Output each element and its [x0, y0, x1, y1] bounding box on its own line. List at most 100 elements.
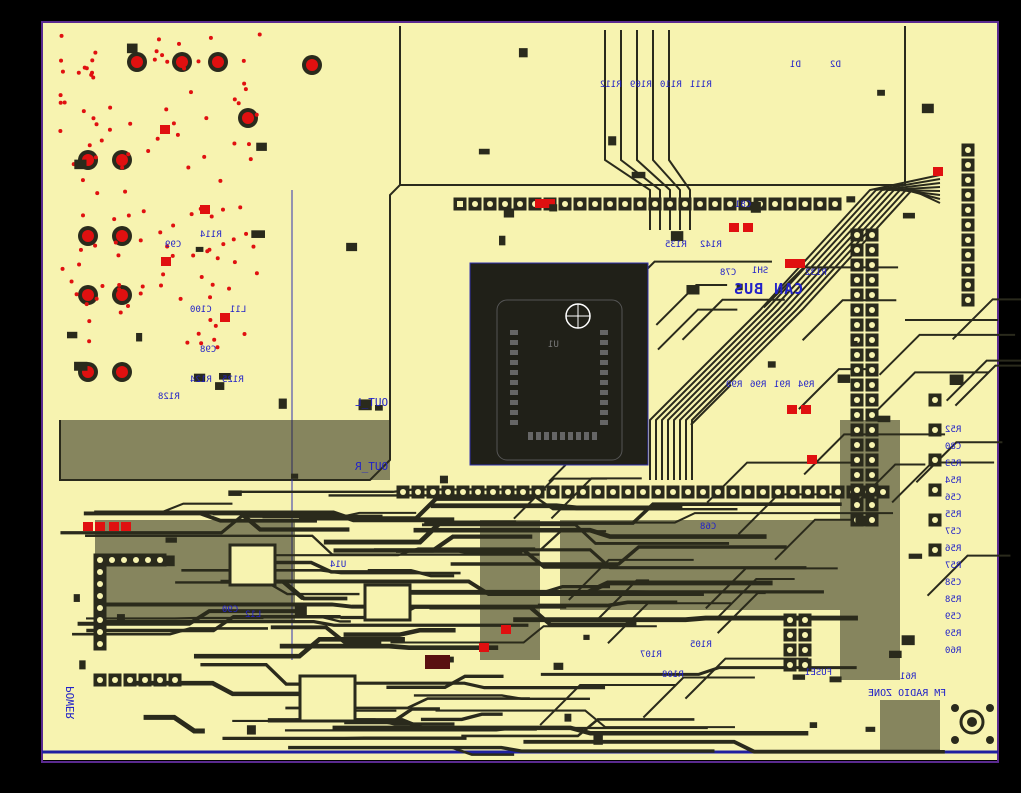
header-pin [652, 201, 658, 207]
header-pin [854, 352, 860, 358]
via [204, 116, 209, 121]
header-pin [562, 201, 568, 207]
header-pin [487, 201, 493, 207]
header-pin [595, 489, 601, 495]
trace [430, 503, 683, 511]
header-pin [145, 557, 151, 563]
component-ref: R99 [726, 380, 743, 390]
trace [874, 371, 989, 414]
via [160, 53, 165, 58]
via [232, 141, 237, 146]
via [138, 238, 143, 243]
header-pin [854, 412, 860, 418]
trace [690, 383, 732, 426]
header-pin [965, 147, 971, 153]
via [123, 189, 128, 194]
module-outline [496, 299, 623, 461]
trace [212, 510, 455, 523]
component-ref: R114 [200, 230, 222, 240]
via [208, 318, 213, 323]
thru-hole-pad [116, 230, 128, 242]
header-pin [965, 297, 971, 303]
header-pin [727, 201, 733, 207]
via [202, 154, 207, 159]
via [59, 58, 64, 63]
via [78, 247, 83, 252]
ground-region [560, 520, 840, 610]
via [189, 212, 194, 217]
trace [513, 615, 858, 623]
via [58, 93, 63, 98]
smd-component [549, 204, 558, 212]
smd-pad [109, 522, 119, 531]
smd-component [921, 103, 934, 114]
header-pin [854, 322, 860, 328]
via [126, 303, 131, 308]
header-pin [700, 489, 706, 495]
component-ref: R61 [900, 672, 917, 682]
via [89, 72, 94, 77]
via [95, 191, 100, 196]
header-pin [869, 427, 875, 433]
smd-pad [729, 223, 739, 232]
trace [367, 568, 455, 578]
via [241, 58, 246, 63]
component-ref: C80 [945, 442, 962, 452]
via [141, 209, 146, 214]
mount-via [986, 704, 994, 712]
header-pin [670, 489, 676, 495]
header-pin [787, 632, 793, 638]
via [91, 116, 96, 121]
header-pin [965, 192, 971, 198]
header-pin [580, 489, 586, 495]
header-pin [535, 489, 541, 495]
smd-pad [743, 223, 753, 232]
header-pin [97, 641, 103, 647]
smd-component [66, 331, 78, 339]
header-pin [97, 569, 103, 575]
via [244, 231, 249, 236]
header-pin [854, 502, 860, 508]
smd-component [583, 634, 590, 640]
via [87, 143, 92, 148]
mounting-hole [959, 709, 985, 735]
module-pad [600, 330, 608, 335]
via [77, 262, 82, 267]
smd-component [949, 374, 964, 386]
header-pin [610, 489, 616, 495]
out-r-label: OUT_R [355, 460, 389, 473]
via [196, 331, 201, 336]
trace [954, 364, 1021, 407]
via [196, 59, 201, 64]
component-ref: R142 [700, 240, 722, 250]
via [208, 295, 213, 300]
header-pin [97, 629, 103, 635]
via [118, 310, 123, 315]
component-ref: R112 [600, 80, 622, 90]
header-pin [854, 292, 860, 298]
header-pin [854, 457, 860, 463]
component-ref: R53 [945, 459, 962, 469]
smd-component [593, 734, 603, 745]
header-pin [172, 677, 178, 683]
header-pin [505, 489, 511, 495]
header-pin [640, 489, 646, 495]
component-ref: R110 [660, 80, 682, 90]
module-pad [600, 390, 608, 395]
component-ref: R55 [945, 510, 962, 520]
header-pin [97, 677, 103, 683]
module-pad [584, 432, 589, 440]
via [117, 283, 122, 288]
trace [389, 746, 515, 756]
via [120, 293, 125, 298]
smd-component [829, 676, 842, 683]
thru-hole-pad [176, 56, 188, 68]
via [90, 58, 95, 63]
module-pad [510, 410, 518, 415]
via [212, 337, 217, 342]
header-pin [869, 262, 875, 268]
smd-component [846, 196, 856, 203]
component-ref: R124 [190, 375, 212, 385]
smd-pad [479, 643, 489, 652]
